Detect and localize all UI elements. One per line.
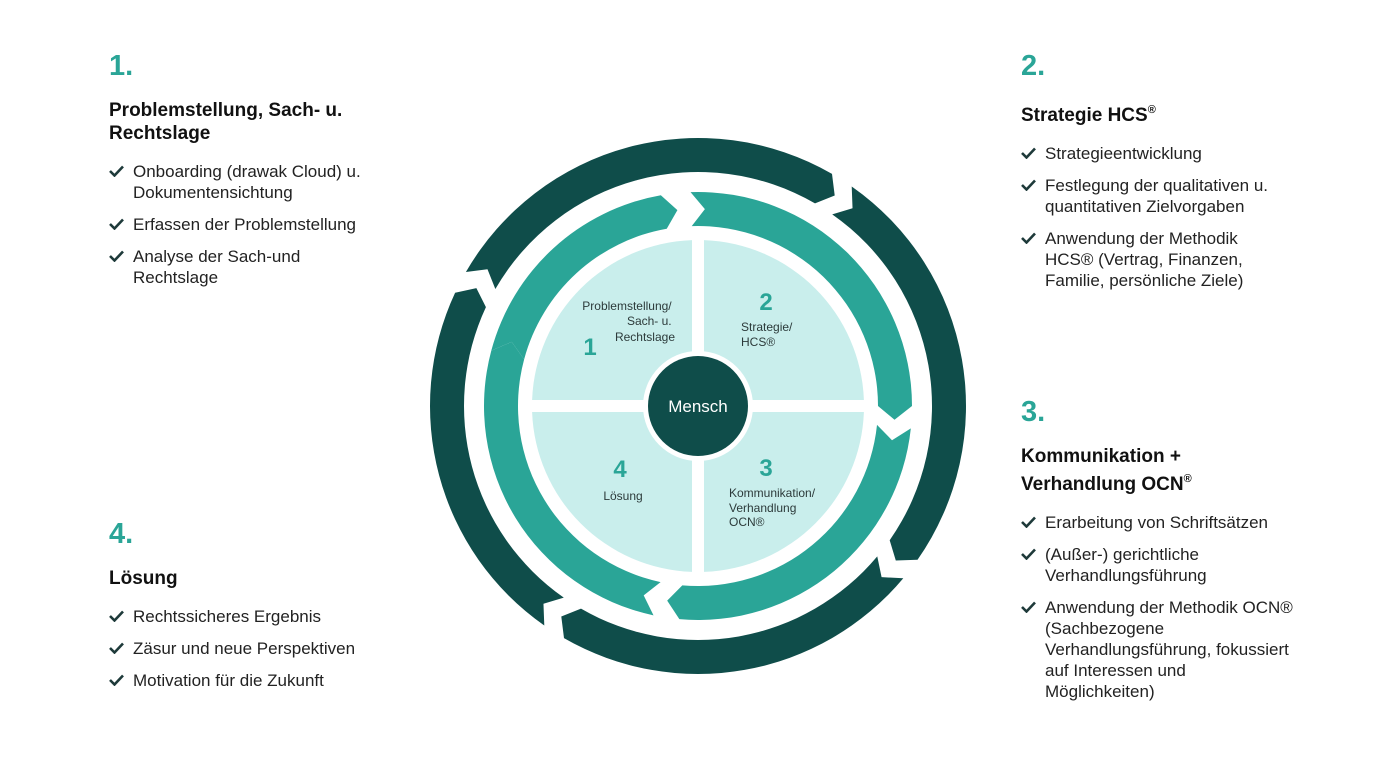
step-item-list: Erarbeitung von Schriftsätzen (Außer-) g… [1021,512,1321,702]
quadrant-3-label: Kommunikation/ Verhandlung OCN® [729,486,818,529]
quadrant-2-number: 2 [759,289,772,316]
check-icon [109,674,124,686]
step-heading: Problemstellung, Sach- u. Rechtslage [109,100,343,144]
inner-ring-arrow-2 [690,192,912,420]
check-icon [109,610,124,622]
step-number: 3. [1021,396,1046,428]
list-item: Erfassen der Problemstellung [109,214,409,235]
list-item-text: Anwendung der Methodik HCS® (Vertrag, Fi… [1045,229,1244,290]
step-item-list: Rechtssicheres Ergebnis Zäsur und neue P… [109,606,409,691]
list-item-text: Zäsur und neue Perspektiven [133,639,356,658]
list-item: (Außer-) gerichtliche Verhandlungsführun… [1021,544,1321,586]
step-4-block: 4. Lösung Rechtssicheres Ergebnis Zäsur … [109,520,409,702]
list-item-text: Onboarding (drawak Cloud) u. Dokumentens… [133,162,361,202]
list-item: Anwendung der Methodik HCS® (Vertrag, Fi… [1021,228,1321,291]
step-2-block: 2. Strategie HCS® Strategieentwicklung F… [1021,52,1321,302]
list-item-text: Strategieentwicklung [1045,144,1202,163]
list-item-text: Erfassen der Problemstellung [133,215,357,234]
check-icon [1021,232,1036,244]
list-item: Motivation für die Zukunft [109,670,409,691]
center-label: Mensch [668,397,728,416]
check-icon [109,218,124,230]
step-heading: Kommunikation + Verhandlung OCN® [1021,446,1192,495]
list-item: Rechtssicheres Ergebnis [109,606,409,627]
check-icon [1021,179,1036,191]
list-item: Strategieentwicklung [1021,143,1321,164]
check-icon [1021,516,1036,528]
quadrant-3 [704,412,864,572]
check-icon [1021,601,1036,613]
list-item-text: Rechtssicheres Ergebnis [133,607,322,626]
list-item-text: Motivation für die Zukunft [133,671,324,690]
list-item: Analyse der Sach-und Rechtslage [109,246,409,288]
list-item: Onboarding (drawak Cloud) u. Dokumentens… [109,161,409,203]
list-item-text: Anwendung der Methodik OCN® (Sachbezogen… [1045,598,1293,701]
outer-ring [429,137,967,674]
step-heading: Strategie HCS® [1021,104,1156,126]
quadrant-1-label: Problemstellung/ Sach- u. Rechtslage [582,299,675,344]
quadrant-1 [532,240,692,400]
list-item: Zäsur und neue Perspektiven [109,638,409,659]
outer-ring-arrow-4 [429,288,564,626]
quadrant-4-number: 4 [613,456,627,483]
step-item-list: Onboarding (drawak Cloud) u. Dokumentens… [109,161,409,288]
step-1-block: 1. Problemstellung, Sach- u. Rechtslage … [109,52,409,299]
outer-ring-arrow-2 [832,186,967,561]
inner-ring [483,192,912,620]
quadrant-3-number: 3 [759,455,772,482]
outer-ring-arrow-3 [561,556,904,674]
step-number: 1. [109,50,134,82]
quadrant-4 [532,412,692,572]
check-icon [109,642,124,654]
check-icon [109,250,124,262]
step-3-block: 3. Kommunikation + Verhandlung OCN® Erar… [1021,398,1321,713]
quadrant-2 [704,240,864,400]
step-heading: Lösung [109,568,178,589]
list-item: Anwendung der Methodik OCN® (Sachbezogen… [1021,597,1321,702]
list-item-text: Erarbeitung von Schriftsätzen [1045,513,1269,532]
quadrant-4-label: Lösung [603,489,642,503]
check-icon [1021,548,1036,560]
list-item: Festlegung der qualitativen u. quantitat… [1021,175,1321,217]
center-circle [648,356,748,456]
step-item-list: Strategieentwicklung Festlegung der qual… [1021,143,1321,291]
list-item-text: Analyse der Sach-und Rechtslage [133,247,301,287]
check-icon [1021,147,1036,159]
quadrant-2-label: Strategie/ HCS® [741,320,796,349]
list-item-text: Festlegung der qualitativen u. quantitat… [1045,176,1269,216]
quadrant-1-number: 1 [583,334,596,361]
list-item: Erarbeitung von Schriftsätzen [1021,512,1321,533]
outer-ring-arrow-1 [465,137,835,289]
step-number: 4. [109,518,134,550]
inner-ring-arrow-1 [491,195,678,360]
list-item-text: (Außer-) gerichtliche Verhandlungsführun… [1045,545,1207,585]
inner-ring-arrow-4 [483,341,661,616]
step-number: 2. [1021,50,1046,82]
inner-ring-arrow-3 [667,424,911,620]
check-icon [109,165,124,177]
